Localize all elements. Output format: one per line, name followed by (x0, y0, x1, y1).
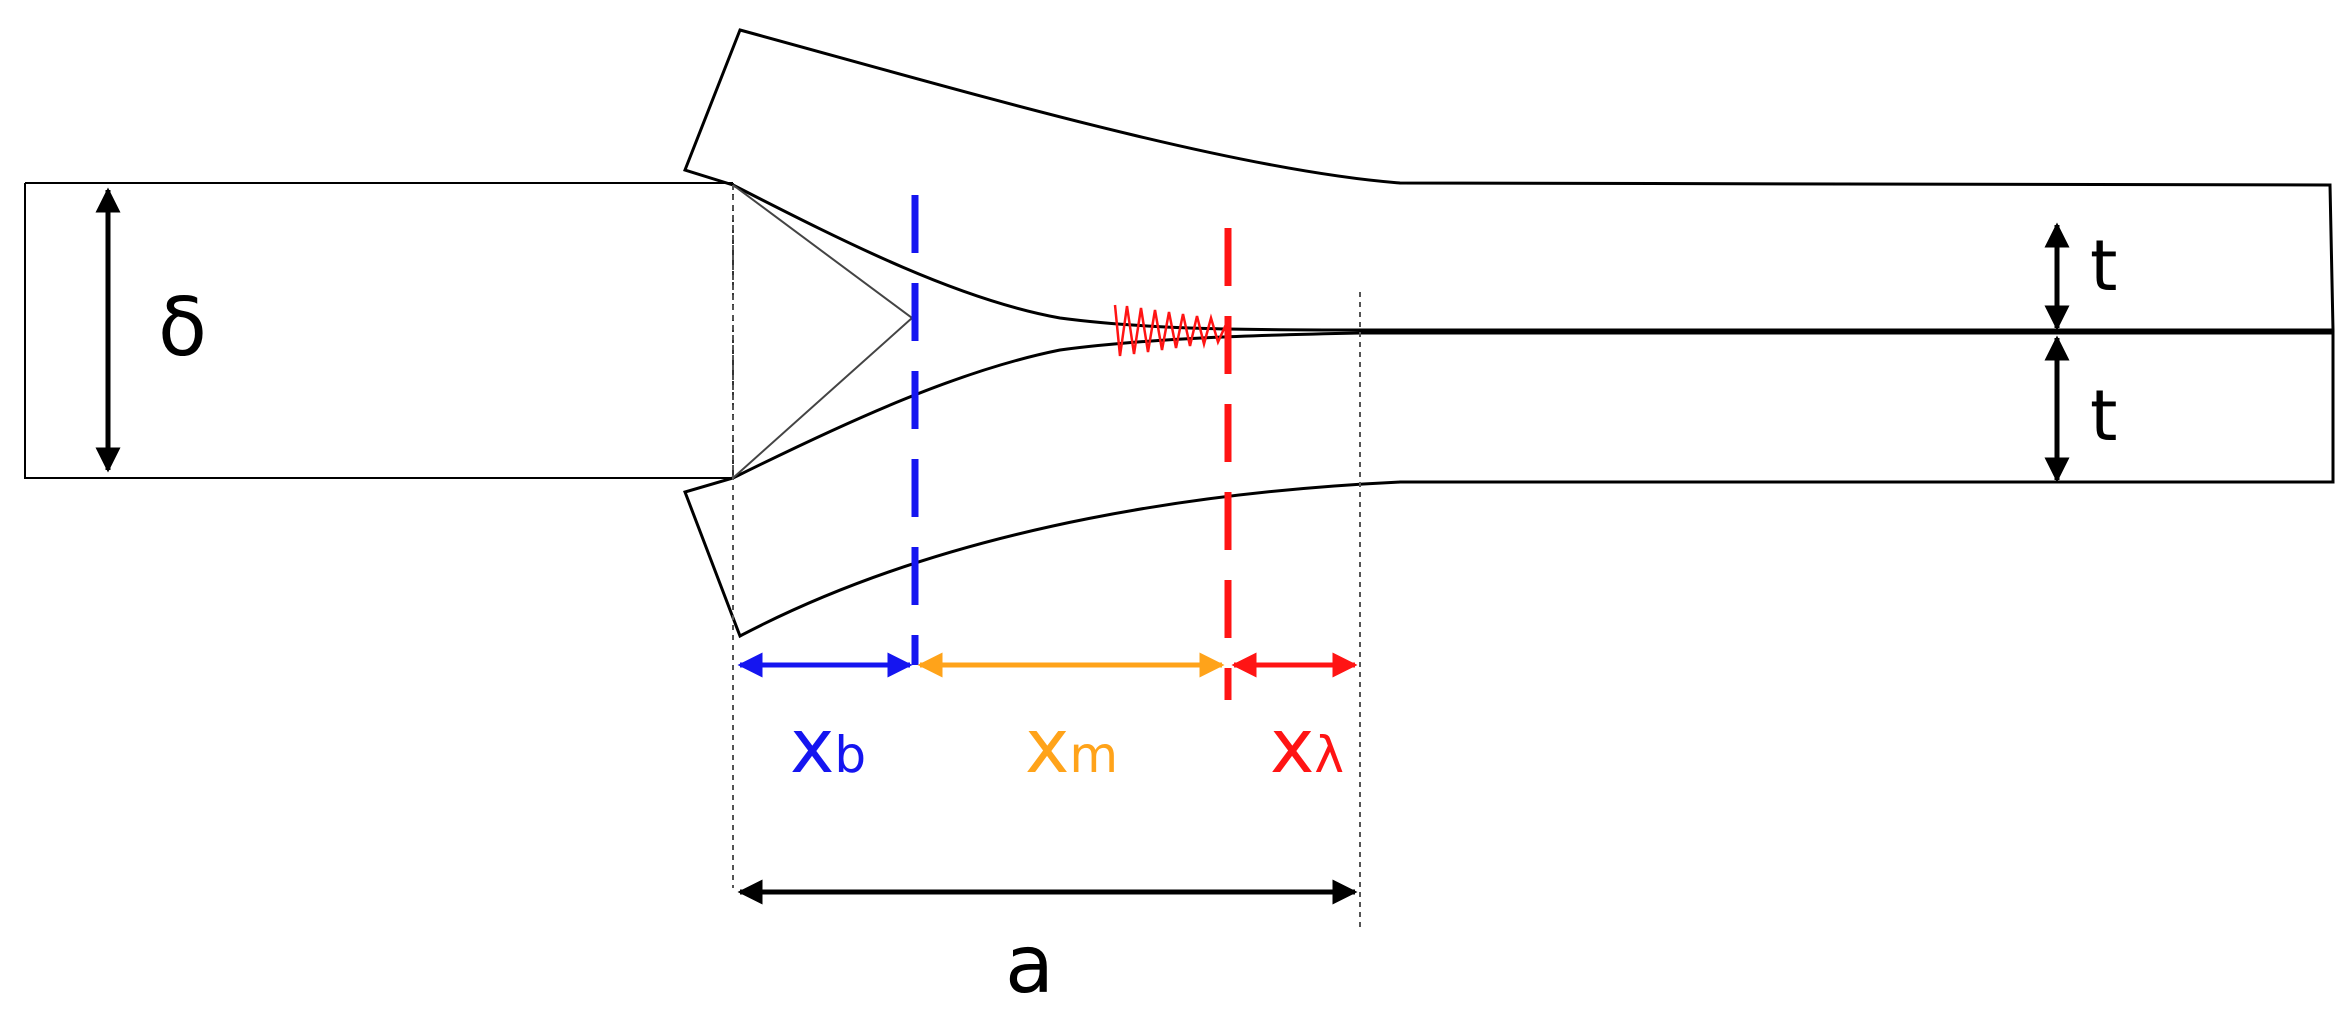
a-label: a (1005, 918, 1054, 1011)
xlambda-label: xλ (1270, 702, 1344, 790)
cohesive-spring-icon (1113, 304, 1230, 357)
thickness-lower-label: t (2090, 375, 2117, 457)
xb-label: xb (790, 702, 866, 790)
lower-arm (683, 331, 2335, 639)
upper-arm (683, 28, 2335, 332)
xm-label: xm (1025, 702, 1118, 790)
delta-label: δ (158, 281, 207, 374)
loading-block (24, 182, 733, 479)
thickness-upper-label: t (2090, 225, 2117, 307)
